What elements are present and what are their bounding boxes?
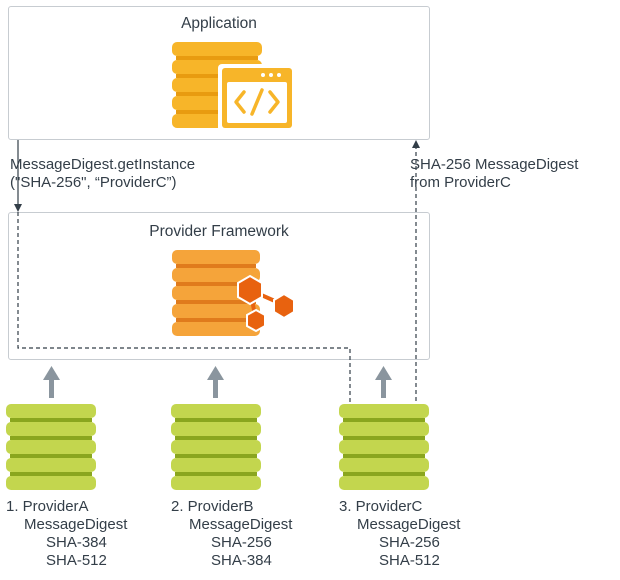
provider-c-label: 3. ProviderC MessageDigest SHA-256 SHA-5… [339, 498, 460, 570]
provider-algorithm: SHA-512 [46, 552, 107, 569]
response-path [17, 140, 420, 413]
provider-framework-title: Provider Framework [149, 223, 289, 240]
provider-service: MessageDigest [24, 516, 128, 533]
network-hexagons-icon [237, 274, 295, 333]
provider-name: 1. ProviderA [6, 498, 89, 515]
provider-algorithm: SHA-512 [379, 552, 440, 569]
request-label: MessageDigest.getInstance ("SHA-256", “P… [10, 156, 195, 192]
provider-arrow-a [43, 366, 60, 398]
request-label-line1: MessageDigest.getInstance [10, 156, 196, 173]
provider-arrow-c [375, 366, 392, 398]
provider-arrow-b [207, 366, 224, 398]
provider-b-label: 2. ProviderB MessageDigest SHA-256 SHA-3… [171, 498, 292, 570]
response-label-line1: SHA-256 MessageDigest [410, 156, 579, 173]
provider-service: MessageDigest [357, 516, 461, 533]
request-label-line2: ("SHA-256", “ProviderC”) [10, 174, 177, 191]
code-window-icon [218, 64, 296, 132]
provider-c-database-icon [339, 404, 429, 490]
provider-algorithm: SHA-384 [46, 534, 107, 551]
provider-a-label: 1. ProviderA MessageDigest SHA-384 SHA-5… [6, 498, 127, 570]
provider-algorithm: SHA-384 [211, 552, 272, 569]
request-arrow [14, 140, 22, 212]
provider-algorithm: SHA-256 [211, 534, 272, 551]
provider-name: 2. ProviderB [171, 498, 254, 515]
provider-name: 3. ProviderC [339, 498, 423, 515]
provider-service: MessageDigest [189, 516, 293, 533]
response-label: SHA-256 MessageDigest from ProviderC [410, 156, 578, 192]
response-label-line2: from ProviderC [410, 174, 511, 191]
application-title: Application [181, 15, 257, 32]
provider-a-database-icon [6, 404, 96, 490]
provider-algorithm: SHA-256 [379, 534, 440, 551]
provider-b-database-icon [171, 404, 261, 490]
